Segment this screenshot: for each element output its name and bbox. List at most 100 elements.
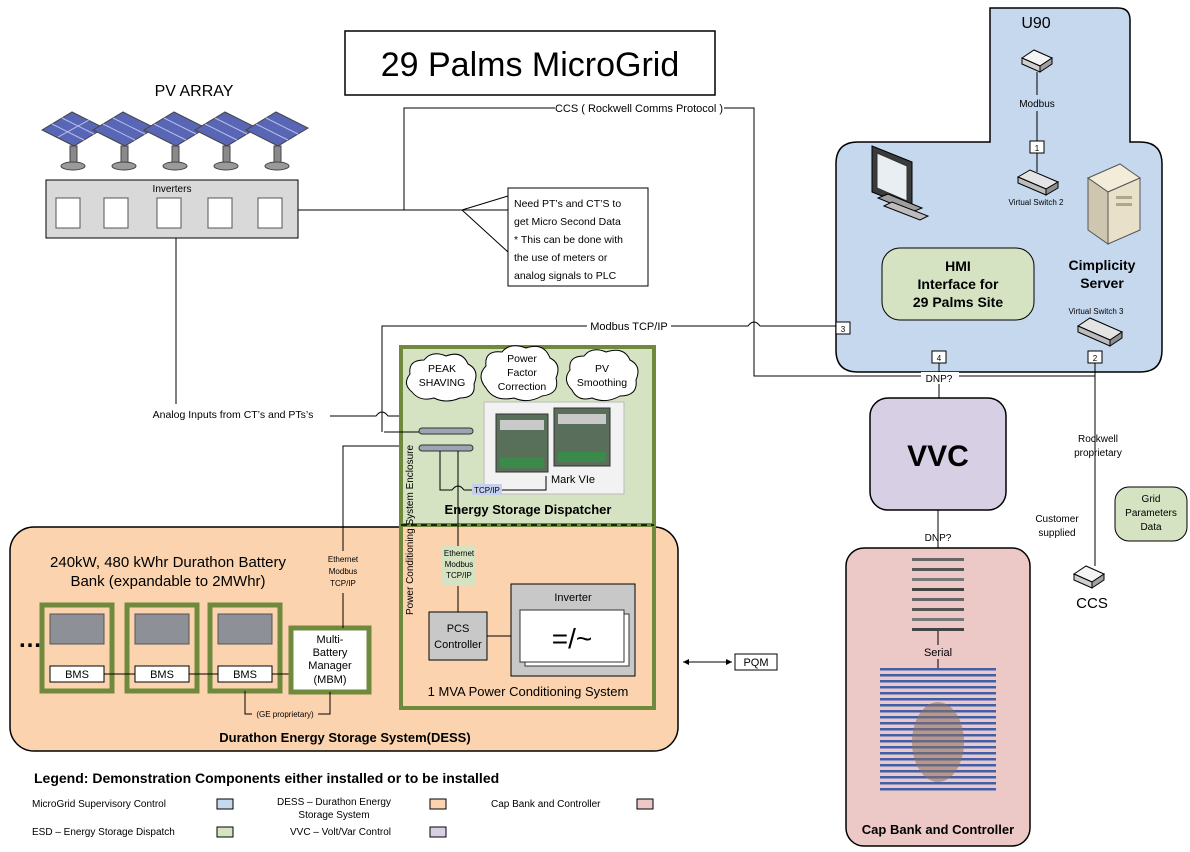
ccs-label: CCS [1076,595,1108,612]
inverter-unit-icon [257,197,283,229]
battery-icon [49,613,105,645]
solar-panel-icon [193,111,259,171]
server-label-line2: Server [1080,275,1124,291]
battery-icon [134,613,190,645]
battery-icon [217,613,273,645]
modbus-label: Modbus [1019,99,1055,110]
solar-panels [40,111,310,171]
title-box [344,30,716,96]
port-3 [835,321,851,335]
modbus-link-left [381,325,587,432]
pcs-ethernet-line2: Modbus [445,560,473,569]
customer-line2: supplied [1038,528,1075,539]
modbus-label-bg [1013,95,1061,111]
pqm-arrow-right-icon [726,659,732,665]
legend-item-label: DESS – Durathon Energy [277,797,391,808]
pqm-arrow-left-icon [683,659,689,665]
note-callout-line [461,195,509,211]
esd-switch-icon [418,427,474,452]
vvc-label: VVC [907,440,969,473]
dess-heading-line1: 240kW, 480 kWhr Durathon Battery [50,554,286,571]
ccs-link-left [403,107,555,210]
legend-item-label: MicroGrid Supervisory Control [32,799,166,810]
legend-item-label: VVC – Volt/Var Control [290,827,391,838]
svg-text:PEAK: PEAK [428,363,456,375]
port-3-label: 3 [841,325,846,334]
legend-swatch-capbank [636,798,654,810]
inverters-label: Inverters [153,184,192,195]
legend-swatch-vvc [429,826,447,838]
rockwell-line1: Rockwell [1078,434,1118,445]
mbm-ethernet-line1: Ethernet [328,555,359,564]
note-line1: Need PT’s and CT’S to [514,198,621,210]
mbm-line4: (MBM) [314,674,347,686]
server-icon [1086,163,1142,245]
server-label-line1: Cimplicity [1069,257,1136,273]
svg-text:Correction: Correction [498,381,547,393]
inverter-unit-icon [103,197,129,229]
note-callout-line [461,209,509,253]
mbm-line2: Battery [313,647,348,659]
dnp-top-label: DNP? [926,374,953,385]
mark-vie-label: Mark VIe [551,474,595,486]
ccs-device-icon [1072,565,1106,589]
serial-label-bg [918,645,958,659]
grid-parameters-box [1114,486,1188,542]
virtual-switch-2-label: Virtual Switch 2 [1009,198,1065,207]
legend-item-label: ESD – Energy Storage Dispatch [32,827,175,838]
ge-proprietary-label: (GE proprietary) [256,710,314,719]
virtual-switch-2-icon [1016,169,1060,196]
analog-link-horizontal [330,411,414,417]
note-box [507,187,649,287]
pcs-title: 1 MVA Power Conditioning System [428,684,629,699]
capbank-serial-device-icon [912,558,964,631]
capbank-controller-image [880,668,996,796]
modbus-tcpip-label: Modbus TCP/IP [590,321,667,333]
hmi-interface-box [881,247,1035,321]
note-line4: the use of meters or [514,252,608,264]
battery-module: BMS [39,602,115,694]
dess-title: Durathon Energy Storage System(DESS) [219,730,470,745]
monitor-icon [871,145,930,221]
pv-array-label: PV ARRAY [155,83,234,100]
page-title: 29 Palms MicroGrid [381,46,680,84]
hmi-line1: HMI [945,258,971,274]
mbm-ethernet-bg [320,551,366,593]
bms-label: BMS [65,669,89,681]
pqm-box [734,653,778,671]
mbm-ethernet-line2: Modbus [329,567,357,576]
port-4-label: 4 [937,354,942,363]
mark-vie-controller-icon [495,407,611,473]
port-1-label: 1 [1035,144,1040,153]
legend-swatch-dess [429,798,447,810]
grid-line2: Parameters [1125,508,1177,519]
solar-panel-icon [244,111,310,171]
inverter-units [55,197,283,229]
tcpip-label-bg [472,484,502,495]
mbm-line1: Multi- [317,634,344,646]
dnp-bottom-label: DNP? [925,533,952,544]
legend-item-label: Storage System [298,810,369,821]
u90-label: U90 [1021,15,1050,32]
legend-swatch-supervisory [216,798,234,810]
inverter-unit-icon [207,197,233,229]
mbm-line3: Manager [308,660,352,672]
bms-label: BMS [233,669,257,681]
ccs-protocol-label: CCS ( Rockwell Comms Protocol ) [555,103,723,115]
svg-text:Power: Power [507,353,537,365]
svg-text:Factor: Factor [507,367,537,379]
battery-module: BMS [124,602,200,694]
dnp-top-bg [921,372,959,384]
customer-line1: Customer [1035,514,1079,525]
virtual-switch-3-icon [1076,317,1124,347]
enclosure-label: Power Conditioning System Enclosure [405,445,416,616]
legend-title: Legend: Demonstration Components either … [34,770,499,786]
rockwell-line2: proprietary [1074,448,1122,459]
pcs-ethernet-line1: Ethernet [444,549,475,558]
modbus-link-right [671,321,836,327]
solar-panel-icon [40,111,106,171]
serial-label: Serial [924,647,952,659]
hmi-line2: Interface for [918,276,999,292]
pv-smoothing-cloud: PV Smoothing [566,349,639,402]
